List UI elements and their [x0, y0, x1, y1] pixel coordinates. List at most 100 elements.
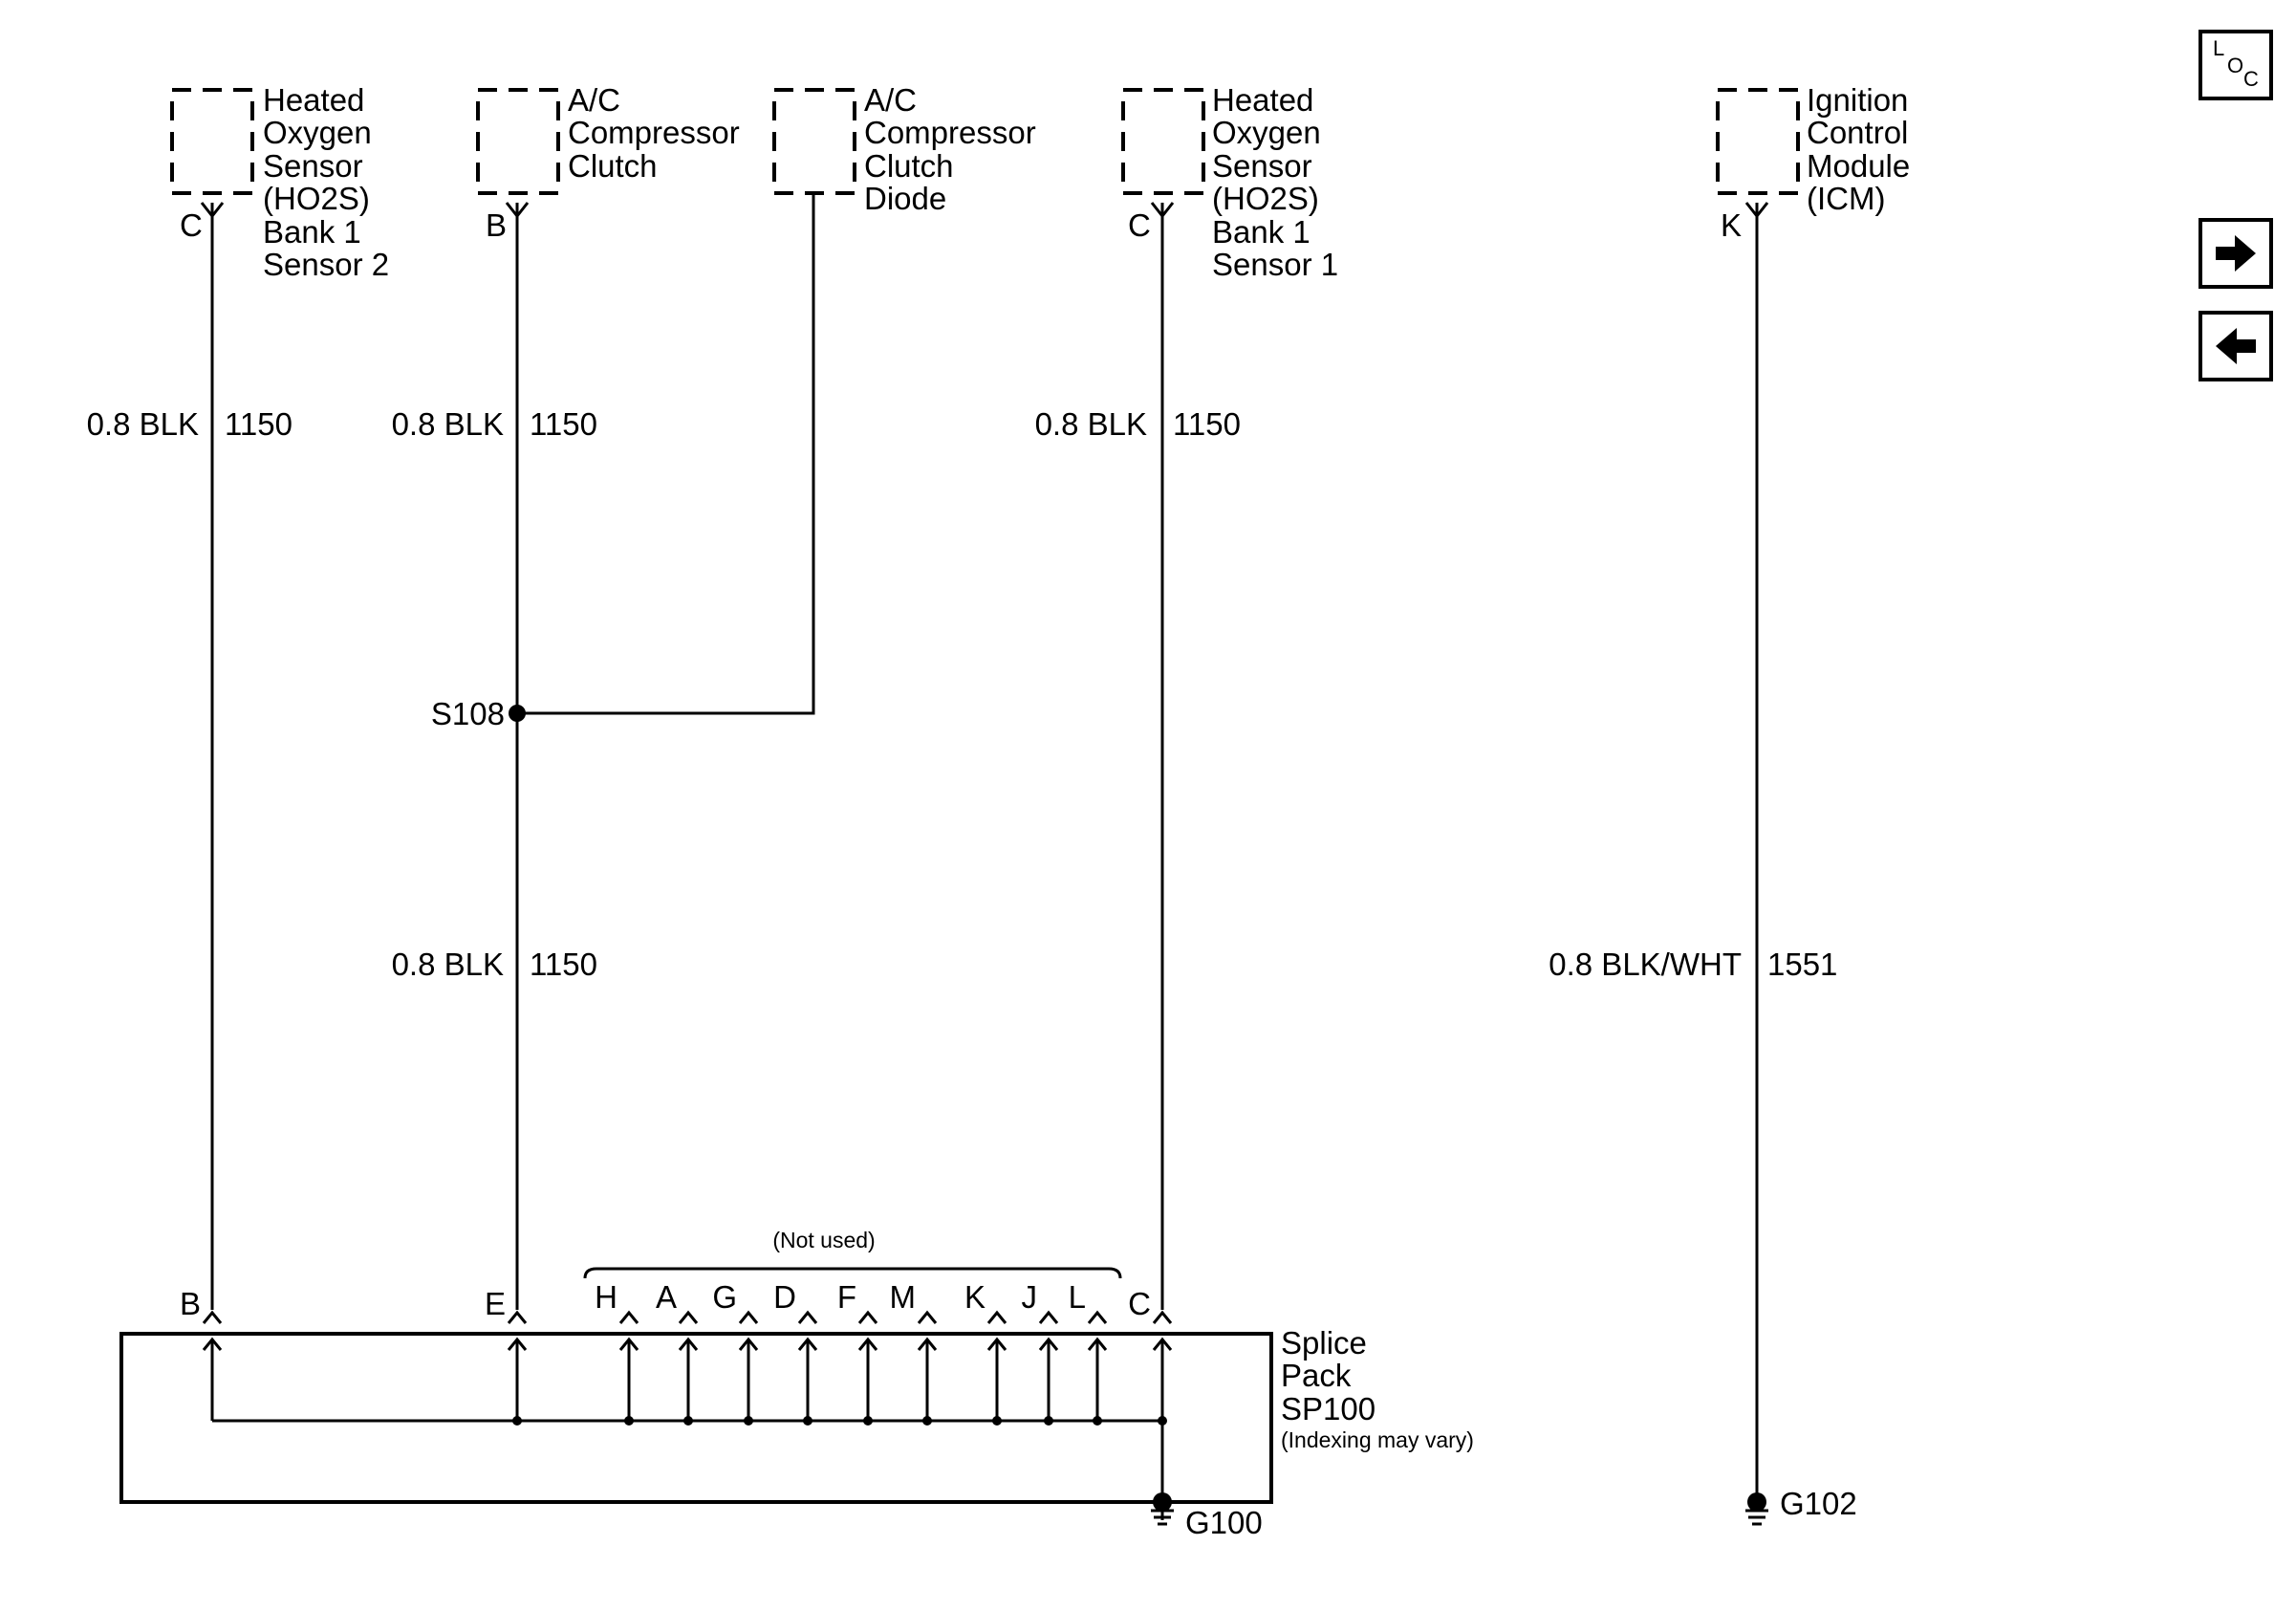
component-label-line: Sensor 1: [1212, 247, 1338, 282]
junction-dot: [922, 1416, 932, 1426]
component-label-line: Sensor 2: [263, 247, 389, 282]
arrow-up-icon: [797, 1337, 818, 1351]
wire-color-label: 0.8 BLK/WHT: [1549, 947, 1742, 982]
component-label-line: Sensor: [263, 148, 363, 184]
component-label-line: (HO2S): [263, 181, 370, 216]
splice-pack-pin-label: B: [180, 1286, 201, 1321]
component-label-line: Module: [1807, 148, 1910, 184]
component-label-line: Oxygen: [1212, 115, 1321, 150]
wire-circuit-1150-clutch: 0.8 BLK 1150 0.8 BLK 1150: [392, 203, 597, 1310]
component-label-line: Clutch: [568, 148, 658, 184]
splice-pack-pin-L: L: [1069, 1279, 1108, 1426]
next-button[interactable]: [2199, 218, 2273, 289]
wire-circuit-label: 1150: [225, 406, 292, 442]
arrow-up-icon: [678, 1337, 699, 1351]
splice-pack-sp100: Splice Pack SP100 (Indexing may vary) (N…: [119, 1228, 1474, 1504]
pin-label: C: [1128, 207, 1151, 243]
component-outline: [170, 88, 254, 195]
arrow-up-icon: [618, 1337, 639, 1351]
splice-dot: [509, 705, 526, 722]
arrow-up-icon: [1087, 1337, 1108, 1351]
junction-dot: [624, 1416, 634, 1426]
connector-male-icon: [738, 1310, 759, 1324]
splice-pack-pin-label: J: [1022, 1279, 1038, 1315]
component-label-line: (HO2S): [1212, 181, 1319, 216]
connector-male-icon: [1152, 1310, 1173, 1324]
component-label-line: Diode: [864, 181, 946, 216]
connector-male-icon: [507, 1310, 528, 1324]
connector-male-icon: [1087, 1310, 1108, 1324]
component-label-line: Oxygen: [263, 115, 372, 150]
ground-dot: [1747, 1492, 1766, 1512]
arrow-right-icon: [2216, 235, 2256, 272]
component-label-line: A/C: [864, 82, 917, 118]
connector-male-icon: [678, 1310, 699, 1324]
splice-pack-pin-G: G: [712, 1279, 759, 1426]
splice-pack-pin-A: A: [656, 1279, 699, 1426]
splice-pack-pin-label: E: [485, 1286, 506, 1321]
splice-label: S108: [431, 696, 505, 731]
splice-pack-pin-label: M: [890, 1279, 917, 1315]
splice-pack-label-line: SP100: [1281, 1391, 1375, 1426]
connector-male-icon: [618, 1310, 639, 1324]
splice-pack-pin-label: C: [1128, 1286, 1151, 1321]
ground-g100: G100: [1151, 1492, 1263, 1540]
splice-pack-pin-label: L: [1069, 1279, 1086, 1315]
connector-male-icon: [857, 1310, 878, 1324]
location-icon-letter: L: [2213, 36, 2224, 60]
arrow-left-icon: [2216, 328, 2256, 364]
splice-pack-pin-E: E: [485, 1286, 528, 1426]
connector-male-icon: [1038, 1310, 1059, 1324]
splice-pack-pin-B: B: [180, 1286, 223, 1421]
junction-dot: [744, 1416, 753, 1426]
location-button-frame[interactable]: [2199, 30, 2273, 100]
arrow-up-icon: [917, 1337, 938, 1351]
component-label-line: Bank 1: [1212, 214, 1310, 250]
wire-color-label: 0.8 BLK: [87, 406, 199, 442]
pin-label: B: [486, 207, 507, 243]
splice-pack-pin-F: F: [837, 1279, 878, 1426]
splice-pack-label-line: Splice: [1281, 1325, 1367, 1361]
splice-pack-pin-H: H: [595, 1279, 639, 1426]
connector-male-icon: [917, 1310, 938, 1324]
splice-pack-pin-M: M: [890, 1279, 938, 1426]
splice-pack-pin-D: D: [773, 1279, 818, 1426]
previous-button[interactable]: [2199, 311, 2273, 381]
splice-pack-note: (Indexing may vary): [1281, 1427, 1474, 1452]
location-icon-letter: C: [2243, 67, 2259, 91]
connector-male-icon: [986, 1310, 1007, 1324]
wire-color-label: 0.8 BLK: [1035, 406, 1147, 442]
junction-dot: [1044, 1416, 1053, 1426]
component-label-line: Heated: [263, 82, 364, 118]
location-button[interactable]: L O C: [2199, 30, 2273, 100]
wire-color-label: 0.8 BLK: [392, 406, 504, 442]
wire-circuit-1150-sensor1: 0.8 BLK 1150: [1035, 203, 1241, 1310]
wire-circuit-1551: 0.8 BLK/WHT 1551: [1549, 203, 1837, 1493]
component-label-line: Ignition: [1807, 82, 1908, 118]
junction-dot: [803, 1416, 812, 1426]
ground-g102: G102: [1745, 1486, 1857, 1526]
component-label-line: Compressor: [864, 115, 1036, 150]
connector-male-icon: [202, 1310, 223, 1324]
pin-label: K: [1721, 207, 1742, 243]
arrow-up-icon: [1152, 1337, 1173, 1351]
component-outline: [476, 88, 560, 195]
splice-pack-pin-label: G: [712, 1279, 737, 1315]
component-outline: [772, 88, 856, 195]
ground-label: G100: [1185, 1505, 1263, 1540]
splice-pack-pin-J: J: [1022, 1279, 1059, 1426]
junction-dot: [512, 1416, 522, 1426]
component-ac-compressor-clutch-diode: A/C Compressor Clutch Diode: [772, 82, 1036, 216]
splice-pack-pin-C: C: [1128, 1286, 1173, 1426]
splice-pack-pin-label: A: [656, 1279, 677, 1315]
component-label-line: A/C: [568, 82, 620, 118]
junction-dot: [863, 1416, 873, 1426]
component-label-line: Control: [1807, 115, 1908, 150]
pin-label: C: [180, 207, 203, 243]
arrow-up-icon: [1038, 1337, 1059, 1351]
splice-pack-label-line: Pack: [1281, 1358, 1352, 1393]
wire-line: [517, 193, 815, 715]
wire-circuit-label: 1150: [530, 406, 597, 442]
component-label-line: Clutch: [864, 148, 954, 184]
